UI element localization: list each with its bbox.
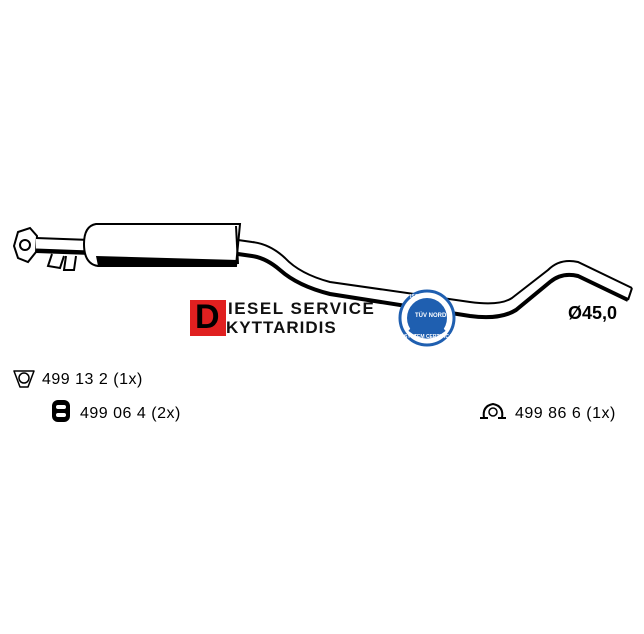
part-number: 499 86 6 <box>515 405 582 422</box>
part-row-2: 499 06 4 (2x) <box>80 405 181 423</box>
seal-bottom-text: SYSTEM CERTIFICATION <box>404 334 465 340</box>
part-number: 499 13 2 <box>42 371 109 388</box>
logo-line-1: IESEL SERVICE <box>228 299 376 318</box>
part-quantity: (1x) <box>586 405 616 422</box>
silencer-box <box>82 223 242 267</box>
seal-top-text: ISO 9001 <box>410 294 432 300</box>
logo-red-block: D <box>190 298 226 336</box>
exhaust-clamp-icon <box>480 402 506 419</box>
hanger-bracket <box>46 253 77 271</box>
front-flange-icon <box>12 226 39 264</box>
part-row-1: 499 13 2 (1x) <box>42 371 143 389</box>
tail-pipe <box>237 239 633 320</box>
part-quantity: (2x) <box>151 405 181 422</box>
part-quantity: (1x) <box>113 371 143 388</box>
part-number: 499 06 4 <box>80 405 147 422</box>
seal-brand-text: TÜV NORD <box>415 313 447 319</box>
part-row-3: 499 86 6 (1x) <box>515 405 616 423</box>
certification-seal-icon <box>398 289 456 347</box>
rubber-mount-icon <box>52 400 70 422</box>
logo-line-2: KYTTARIDIS <box>226 318 337 337</box>
logo-initial: D <box>195 298 220 336</box>
diameter-label: Ø45,0 <box>568 303 618 323</box>
flange-gasket-icon <box>13 370 35 388</box>
